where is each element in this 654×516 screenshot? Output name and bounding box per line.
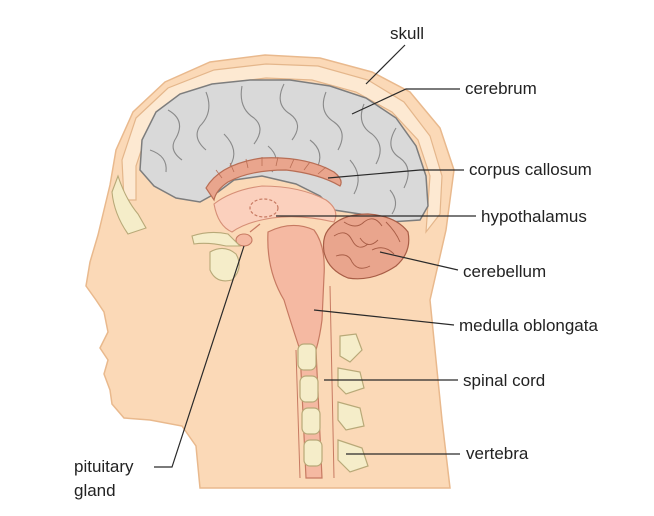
label-medulla-oblongata: medulla oblongata bbox=[459, 316, 598, 336]
label-pituitary: pituitary bbox=[74, 457, 134, 477]
leader-skull bbox=[366, 45, 405, 84]
label-hypothalamus: hypothalamus bbox=[481, 207, 587, 227]
label-spinal-cord: spinal cord bbox=[463, 371, 545, 391]
vertebra-body bbox=[298, 344, 316, 370]
label-vertebra: vertebra bbox=[466, 444, 528, 464]
vertebra-body bbox=[304, 440, 322, 466]
label-skull: skull bbox=[390, 24, 424, 44]
label-gland: gland bbox=[74, 481, 116, 501]
vertebra-body bbox=[302, 408, 320, 434]
label-cerebellum: cerebellum bbox=[463, 262, 546, 282]
label-cerebrum: cerebrum bbox=[465, 79, 537, 99]
label-corpus-callosum: corpus callosum bbox=[469, 160, 592, 180]
vertebra-body bbox=[300, 376, 318, 402]
